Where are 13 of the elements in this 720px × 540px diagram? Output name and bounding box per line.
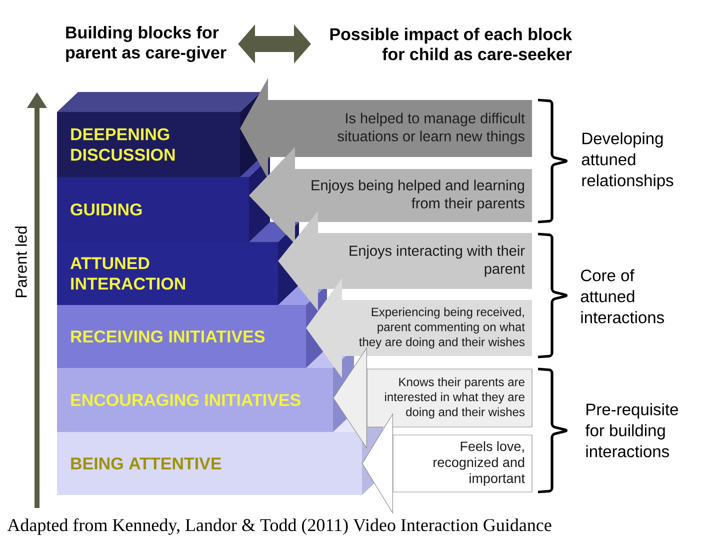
bracket-label: Developing attuned relationships (582, 132, 674, 190)
caption: Adapted from Kennedy, Landor & Todd (2011) Video Interaction Guidance (7, 518, 552, 535)
node-label: Enjoys being helped and learning from their parents (312, 180, 524, 212)
column-heading: Possible impact of each block for child as care-seeker (330, 28, 572, 60)
bracket-label: Pre-requisite for building interactions (585, 403, 678, 458)
node-label: Enjoys interacting with their parent (350, 245, 525, 277)
node-label: Experiencing being received, parent commenting on what they are doing and their wishes (359, 307, 525, 349)
column-heading: Building blocks for parent as care-giver (66, 26, 226, 62)
axis-label: Parent led (15, 226, 27, 298)
bracket-label: Core of attuned interactions (580, 269, 664, 324)
staircase-block: BEING ATTENTIVE (57, 412, 383, 495)
staircase-block: DEEPENING DISCUSSION (57, 92, 261, 177)
node-label: Is helped to manage difficult situations or learn new things (338, 112, 525, 144)
